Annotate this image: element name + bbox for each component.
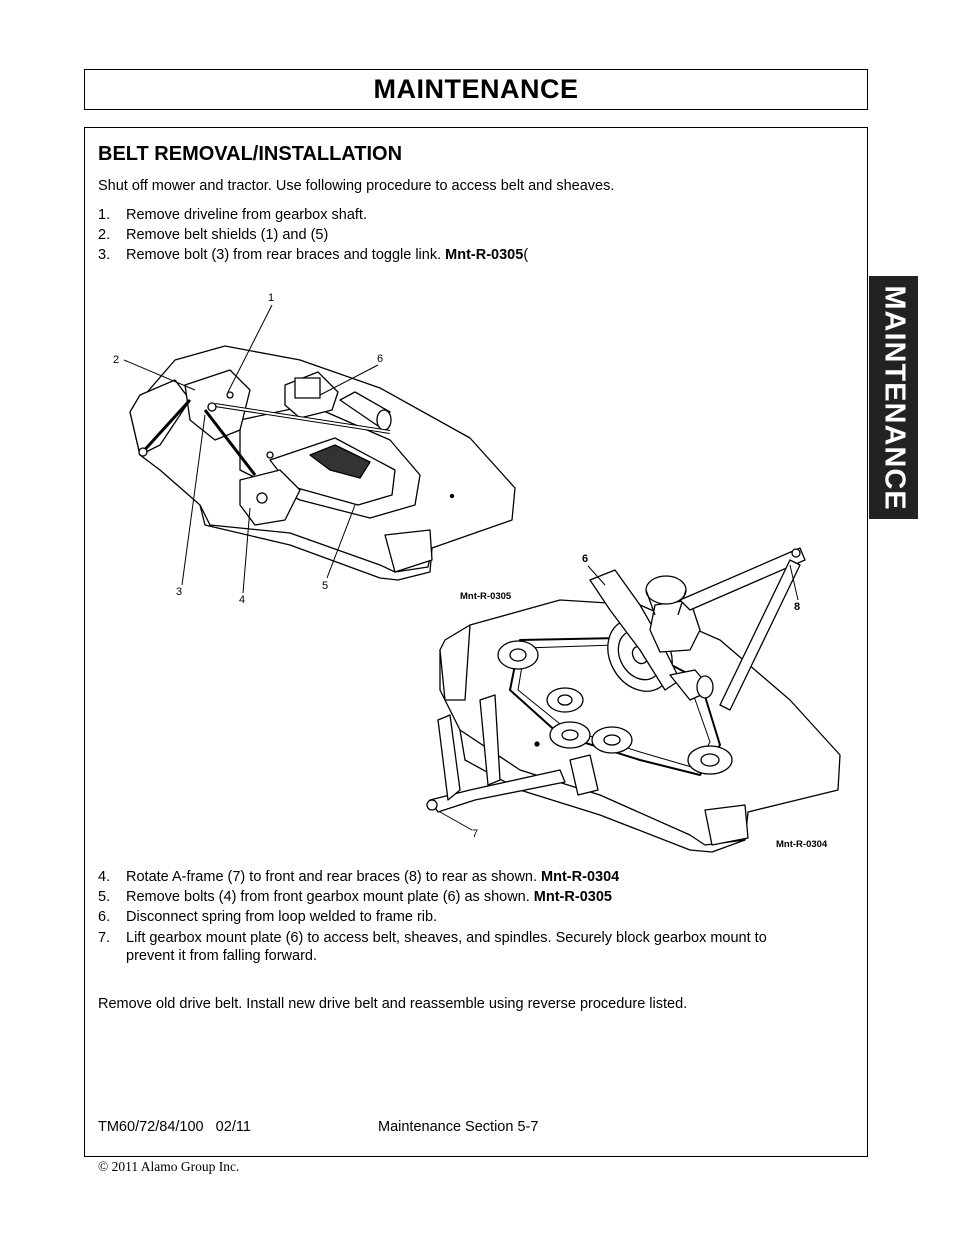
figure-2-label: Mnt-R-0304 bbox=[776, 839, 828, 850]
callout-label: 7 bbox=[472, 828, 478, 840]
section-side-tab[interactable]: MAINTENANCE bbox=[869, 276, 918, 519]
callout-label: 5 bbox=[322, 580, 328, 592]
figure-2-callouts: 6 8 7 bbox=[472, 553, 800, 840]
callout-label: 3 bbox=[176, 586, 182, 598]
callout-label: 1 bbox=[268, 292, 274, 304]
figure-reference: Mnt-R-0305 bbox=[533, 889, 612, 905]
closing-text: Remove old drive belt. Install new drive… bbox=[98, 996, 688, 1012]
header-box: MAINTENANCE bbox=[84, 69, 868, 110]
figure-2-leader-lines bbox=[439, 564, 799, 831]
intro-text: Shut off mower and tractor. Use followin… bbox=[98, 178, 615, 194]
figure-1-leader-lines bbox=[123, 304, 379, 594]
figure-reference: Mnt-R-0305 bbox=[445, 247, 524, 263]
callout-label: 6 bbox=[582, 553, 588, 565]
footer-model: TM60/72/84/100 02/11 bbox=[98, 1119, 251, 1135]
figure-1-callouts: 1 2 6 3 4 5 bbox=[113, 292, 383, 606]
copyright: © 2011 Alamo Group Inc. bbox=[98, 1159, 240, 1174]
figure-1-label: Mnt-R-0305 bbox=[460, 591, 512, 602]
callout-label: 4 bbox=[239, 594, 245, 606]
section-title: BELT REMOVAL/INSTALLATION bbox=[98, 143, 403, 165]
figure-mower-deck-shields bbox=[129, 345, 516, 581]
callout-label: 6 bbox=[377, 353, 383, 365]
figure-deck-belt-exposed bbox=[426, 547, 841, 853]
callout-label: 2 bbox=[113, 354, 119, 366]
footer-section: Maintenance Section 5-7 bbox=[378, 1119, 539, 1135]
figure-reference: Mnt-R-0304 bbox=[541, 869, 620, 885]
callout-label: 8 bbox=[794, 601, 800, 613]
page-title: MAINTENANCE bbox=[373, 74, 579, 104]
content-box bbox=[84, 127, 868, 1157]
